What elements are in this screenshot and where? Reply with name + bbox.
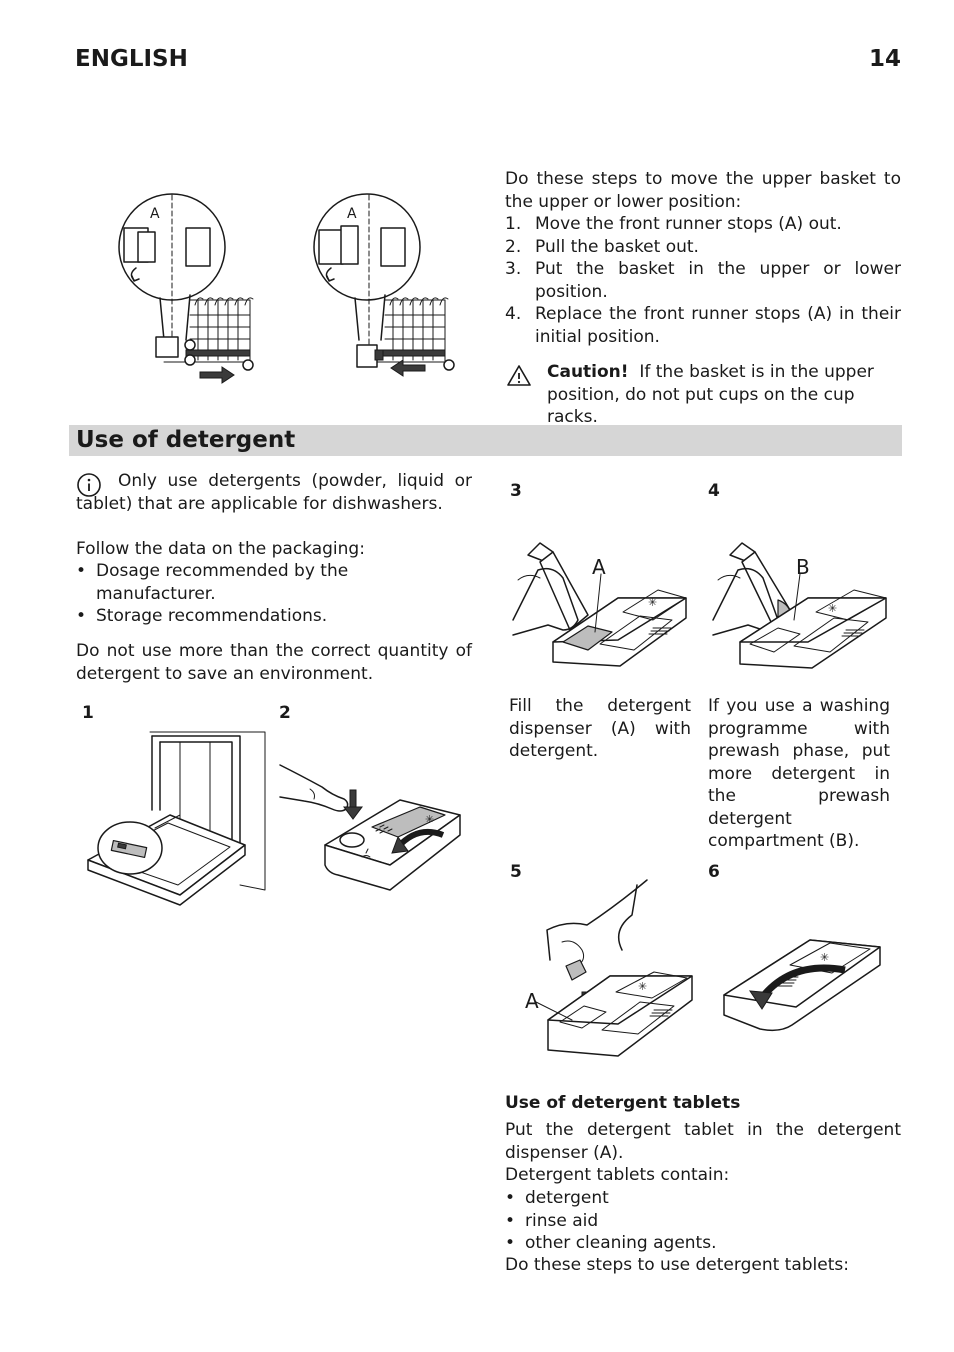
figure-label: B	[796, 555, 810, 579]
basket-illustration-left: A	[118, 190, 280, 385]
basket-step: 3.Put the basket in the upper or lower p…	[505, 259, 901, 302]
language-label: ENGLISH	[75, 46, 188, 72]
pull-arrow-icon	[199, 366, 235, 384]
open-dispenser-illustration: ✳	[279, 755, 465, 895]
dish-rack	[356, 297, 455, 371]
page-number: 14	[868, 46, 901, 72]
figure-number: 4	[708, 481, 720, 501]
section-header-bar	[69, 425, 902, 456]
list-item: detergent	[505, 1187, 901, 1210]
figure-number: 3	[510, 481, 522, 501]
press-arrow-icon	[343, 806, 363, 820]
list-item: other cleaning agents.	[505, 1232, 901, 1255]
follow-text: Follow the data on the packaging:	[76, 539, 365, 559]
figure-number: 5	[510, 862, 522, 882]
basket-intro: Do these steps to move the upper basket …	[505, 169, 901, 212]
list-item: Dosage recommended by the manufacturer.	[76, 560, 472, 605]
tablets-intro: Put the detergent tablet in the detergen…	[505, 1120, 901, 1163]
section-title: Use of detergent	[76, 427, 296, 453]
warning-triangle-icon	[506, 364, 532, 388]
push-arrow-icon	[390, 359, 426, 377]
figure-caption: If you use a washing programme with prew…	[708, 696, 890, 851]
info-circle-icon	[76, 472, 102, 498]
quantity-note: Do not use more than the correct quantit…	[76, 641, 472, 684]
list-item: rinse aid	[505, 1210, 901, 1233]
dishwasher-door-open-illustration	[80, 720, 270, 910]
caution-text: If the basket is in the upper position, …	[547, 362, 874, 427]
list-item: Storage recommendations.	[76, 605, 472, 628]
fill-dispenser-illustration: ✳ A	[508, 540, 693, 680]
basket-step: 2.Pull the basket out.	[505, 236, 699, 257]
close-dispenser-illustration: ✳	[720, 925, 885, 1040]
insert-tablet-illustration: ✳ A	[522, 879, 700, 1070]
tablets-bullets: detergent rinse aid other cleaning agent…	[505, 1187, 901, 1255]
figure-label-a: A	[347, 206, 357, 222]
svg-text:✳: ✳	[828, 602, 837, 615]
figure-caption: Fill the detergent dispenser (A) with de…	[509, 696, 691, 761]
figure-label: A	[592, 555, 606, 579]
figure-label: A	[525, 989, 539, 1013]
figure-number: 2	[279, 703, 291, 723]
tablets-heading: Use of detergent tablets	[505, 1093, 741, 1113]
packaging-bullets: Dosage recommended by the manufacturer. …	[76, 560, 472, 628]
figure-number: 1	[82, 703, 94, 723]
fill-prewash-illustration: ✳ B	[708, 540, 893, 680]
svg-text:✳: ✳	[820, 951, 829, 964]
figure-number: 6	[708, 862, 720, 882]
svg-text:✳: ✳	[425, 813, 434, 826]
basket-step: 4.Replace the front runner stops (A) in …	[505, 304, 901, 347]
dish-rack	[155, 297, 254, 371]
basket-steps: 1.Move the front runner stops (A) out. 2…	[505, 213, 901, 348]
info-text: Only use detergents (powder, liquid or t…	[76, 471, 472, 514]
caution-note: Caution! If the basket is in the upper p…	[547, 361, 907, 429]
caution-label: Caution!	[547, 362, 629, 382]
figure-label-a: A	[150, 206, 160, 222]
tablets-steps-intro: Do these steps to use detergent tablets:	[505, 1255, 849, 1275]
tablets-contain: Detergent tablets contain:	[505, 1165, 730, 1185]
basket-step: 1.Move the front runner stops (A) out.	[505, 214, 842, 234]
svg-text:✳: ✳	[638, 980, 647, 993]
svg-text:✳: ✳	[648, 596, 657, 609]
basket-illustration-right: A	[313, 190, 475, 385]
